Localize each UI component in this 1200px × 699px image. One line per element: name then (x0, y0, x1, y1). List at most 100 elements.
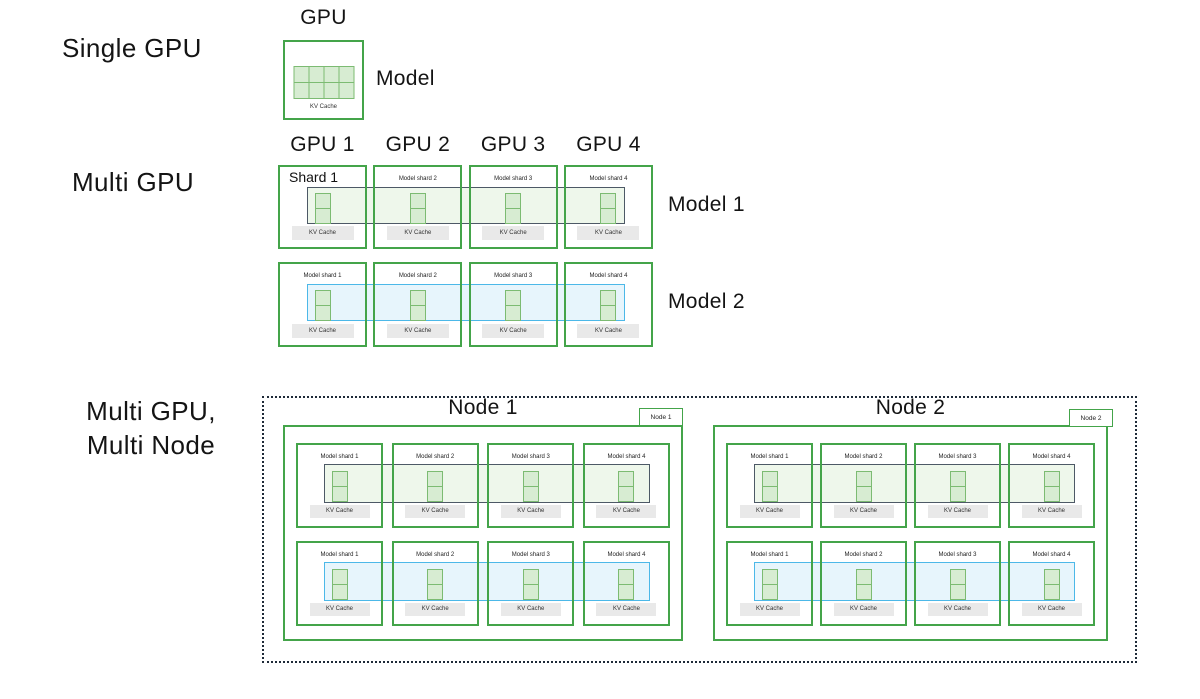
model-shard-cells (331, 471, 348, 502)
gpu-3-heading: GPU 3 (480, 133, 546, 156)
gpu-box: Model shard 4 KV Cache (563, 262, 653, 347)
gpu-box: Model shard 1 KV Cache (726, 443, 813, 528)
gpu-box: Model shard 3 KV Cache (487, 541, 575, 626)
kv-cache-label: KV Cache (309, 104, 337, 110)
model-shard-label: Model shard 4 (1032, 552, 1071, 558)
single-gpu-box: KV Cache (283, 40, 364, 120)
model-shard-cells (1043, 569, 1060, 600)
model-2-span-band (307, 284, 625, 321)
model-2-gpu-row: Model shard 1 KV Cache Model shard 2 KV … (278, 262, 653, 347)
node-1-container: Model shard 1 KV Cache Model shard 2 KV … (283, 425, 683, 641)
kv-cache-box: KV Cache (291, 324, 354, 338)
node-1-model-2-row: Model shard 1 KV Cache Model shard 2 KV … (296, 541, 670, 626)
model-shard-cells (618, 471, 635, 502)
model-shard-label: Model shard 2 (416, 454, 455, 460)
model-shard-cells (1043, 471, 1060, 502)
model-shard-label: Model shard 1 (750, 552, 789, 558)
gpu-box: Model shard 4 KV Cache (1008, 541, 1095, 626)
gpu-box: Model shard 1 KV Cache (726, 541, 813, 626)
node-2-model-1-row: Model shard 1 KV Cache Model shard 2 KV … (726, 443, 1095, 528)
kv-cache-box: KV Cache (927, 505, 988, 518)
kv-cache-box: KV Cache (482, 226, 545, 240)
model-shard-label: Model shard 3 (494, 273, 533, 279)
model-shard-label: Model shard 3 (511, 552, 550, 558)
kv-cache-box: KV Cache (833, 505, 894, 518)
model-shard-cells (314, 193, 331, 224)
model-shard-cells (314, 290, 331, 321)
model-2-label: Model 2 (668, 290, 745, 313)
model-shard-label: Model shard 3 (511, 454, 550, 460)
model-shard-cells (409, 193, 426, 224)
gpu-box: Model shard 1 KV Cache (296, 443, 383, 528)
gpu-box: Model shard 2 KV Cache (820, 443, 907, 528)
gpu-box: Model shard 4 KV Cache (582, 541, 670, 626)
kv-cache-box: KV Cache (309, 603, 370, 616)
gpu-box: Model shard 3 KV Cache (468, 262, 558, 347)
gpu-box: Model shard 1 KV Cache (296, 541, 383, 626)
gpu-box: Model shard 1 KV Cache (278, 262, 367, 347)
kv-cache-box: KV Cache (386, 324, 449, 338)
gpu-1-heading: GPU 1 (290, 133, 355, 156)
model-shard-cells (427, 471, 444, 502)
node-2-title: Node 2 (875, 396, 946, 419)
model-shard-label: Model shard 4 (589, 273, 628, 279)
kv-cache-box: KV Cache (386, 226, 449, 240)
model-shard-cells (761, 569, 778, 600)
node-1-title: Node 1 (448, 396, 518, 419)
kv-cache-box: KV Cache (482, 324, 545, 338)
model-shard-cells (522, 569, 539, 600)
kv-cache-box: KV Cache (405, 603, 466, 616)
single-gpu-title: GPU (300, 6, 347, 29)
gpu-4-heading: GPU 4 (576, 133, 641, 156)
model-shard-label: Model shard 1 (320, 552, 359, 558)
multi-node-label-line1: Multi GPU, (86, 396, 216, 426)
model-shard-label: Model shard 2 (398, 176, 437, 182)
model-shard-label: Model shard 2 (416, 552, 455, 558)
model-weights-grid (293, 66, 354, 99)
gpu-box: Model shard 3 KV Cache (487, 443, 575, 528)
model-shard-cells (761, 471, 778, 502)
gpu-box: Model shard 3 KV Cache (914, 541, 1001, 626)
gpu-box: Model shard 3 KV Cache (914, 443, 1001, 528)
model-shard-label: Model shard 4 (589, 176, 628, 182)
kv-cache-box: KV Cache (405, 505, 466, 518)
model-shard-label: Model shard 3 (938, 552, 977, 558)
gpu-headings-row: GPU 1 GPU 2 GPU 3 GPU 4 (278, 133, 653, 157)
model-shard-label: Model shard 1 (320, 454, 359, 460)
model-shard-label: Model shard 4 (1032, 454, 1071, 460)
model-shard-cells (522, 471, 539, 502)
model-shard-cells (855, 471, 872, 502)
gpu-box: Model shard 3 KV Cache (468, 165, 558, 249)
model-shard-cells (855, 569, 872, 600)
model-shard-cells (409, 290, 426, 321)
model-2-span-band (324, 562, 650, 601)
kv-cache-box: KV Cache (309, 505, 370, 518)
node-2-container: Model shard 1 KV Cache Model shard 2 KV … (713, 425, 1108, 641)
kv-cache-box: KV Cache (596, 505, 657, 518)
multi-node-label-line2: Multi Node (86, 430, 216, 460)
model-shard-cells (505, 290, 522, 321)
gpu-box: Model shard 2 KV Cache (373, 262, 463, 347)
model-shard-label: Model shard 2 (398, 273, 437, 279)
kv-cache-box: KV Cache (577, 324, 640, 338)
node-1-model-1-row: Model shard 1 KV Cache Model shard 2 KV … (296, 443, 670, 528)
kv-cache-box: KV Cache (1021, 603, 1082, 616)
gpu-box: Model shard 4 KV Cache (582, 443, 670, 528)
model-shard-label: Model shard 1 (750, 454, 789, 460)
model-shard-label: Model shard 4 (607, 454, 646, 460)
node-2-tag: Node 2 (1069, 409, 1113, 427)
model-1-gpu-row: Shard 1 KV Cache Model shard 2 KV Cache … (278, 165, 653, 249)
multi-gpu-section-label: Multi GPU (72, 167, 195, 197)
kv-cache-box: KV Cache (739, 603, 800, 616)
node-1-tag: Node 1 (639, 408, 683, 426)
gpu-box: Model shard 2 KV Cache (391, 541, 479, 626)
multi-node-section-label: Multi GPU, Multi Node (56, 394, 246, 462)
kv-cache-box: KV Cache (291, 226, 354, 240)
model-1-span-band (324, 464, 650, 503)
model-shard-cells (427, 569, 444, 600)
model-shard-cells (600, 193, 617, 224)
kv-cache-box: KV Cache (1021, 505, 1082, 518)
kv-cache-box: KV Cache (739, 505, 800, 518)
multi-node-dotted-boundary (262, 396, 1137, 663)
